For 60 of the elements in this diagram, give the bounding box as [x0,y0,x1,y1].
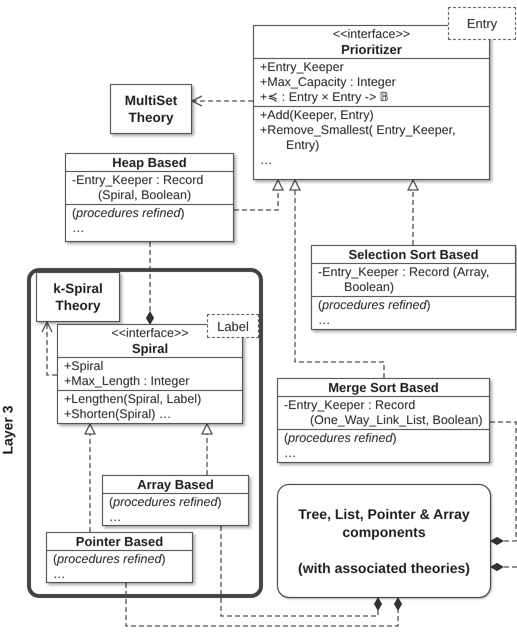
member-text: +Entry_Keeper [260,60,345,75]
composition-line [490,563,517,571]
theory-box [36,272,120,322]
stereotype-label: <<interface>> [332,27,412,42]
template-parameter-box [207,314,259,338]
parameter-label: Entry [466,16,498,31]
member-text: … [284,446,298,461]
class-name: Spiral [130,341,170,356]
class-name: Selection Sort Based [347,247,480,262]
composition-line [146,242,154,324]
theory-box [110,84,192,134]
theory-label: MultiSet Theory [124,92,178,126]
member-text: … [72,221,86,236]
class-name: Pointer Based [74,534,164,549]
class-box [46,532,193,583]
class-name: Merge Sort Based [327,380,440,395]
member-text: +Max_Length : Integer [64,374,190,389]
component-box [277,484,491,598]
realization-arrow [407,179,419,245]
template-parameter-box [448,7,516,40]
realization-arrow [201,423,213,475]
realization-arrow [84,423,96,532]
composition-line [220,526,382,617]
member-text: -Entry_Keeper : Record (Spiral, Boolean) [72,173,204,203]
class-name: Prioritizer [340,42,403,57]
member-text: -Entry_Keeper : Record (One_Way_Link_List, Boolean) [284,398,483,428]
class-box [277,378,490,463]
member-text: … [318,313,332,328]
member-text: +Remove_Smallest( Entry_Keeper, Entry) [260,123,457,153]
member-text: (procedures refined) [318,298,432,313]
composition-line [490,421,517,545]
member-text: +Max_Capacity : Integer [260,75,397,90]
member-text: … [109,510,122,525]
member-text: +Spiral [64,359,104,374]
member-text: … [260,153,274,168]
member-text: … [53,567,66,582]
member-text: +Lengthen(Spiral, Label) [64,392,202,407]
class-box [65,153,234,242]
dependency-arrow [191,95,253,107]
class-name: Array Based [136,477,215,492]
composition-line [125,583,402,627]
component-label: Tree, List, Pointer & Array components [297,505,471,541]
component-label: (with associated theories) [298,559,470,577]
member-text: +Add(Keeper, Entry) [260,108,375,123]
class-name: Heap Based [111,155,188,170]
realization-arrow [289,179,385,378]
member-text: (procedures refined) [284,431,398,446]
dependency-arrow [41,321,57,376]
member-text: -Entry_Keeper : Record (Array, Boolean) [318,265,490,295]
member-text: (procedures refined) [109,495,223,510]
member-text: (procedures refined) [72,206,186,221]
member-text: (procedures refined) [53,552,167,567]
realization-arrow [234,179,284,211]
member-text: +≼ : Entry × Entry -> 𝔹 [260,90,391,105]
parameter-label: Label [217,318,249,334]
class-box [311,245,516,330]
member-text: +Shorten(Spiral) … [64,407,172,422]
layer-label: Layer 3 [0,405,16,455]
theory-label: k-Spiral Theory [52,280,104,314]
class-box [102,475,249,526]
